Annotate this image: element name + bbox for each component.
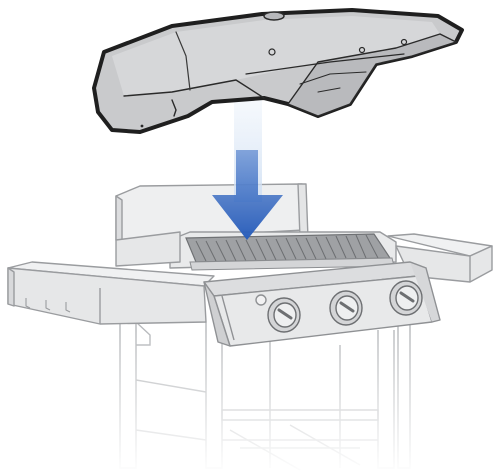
frame-fade-overlay [100, 330, 420, 475]
control-knob-1 [268, 298, 300, 332]
grill-lid [94, 10, 462, 132]
control-knob-2 [330, 291, 362, 325]
igniter-button [256, 295, 266, 305]
left-side-table [8, 262, 214, 324]
cooking-grate [186, 234, 394, 270]
control-knob-3 [390, 281, 422, 315]
lid-handle [264, 12, 284, 20]
